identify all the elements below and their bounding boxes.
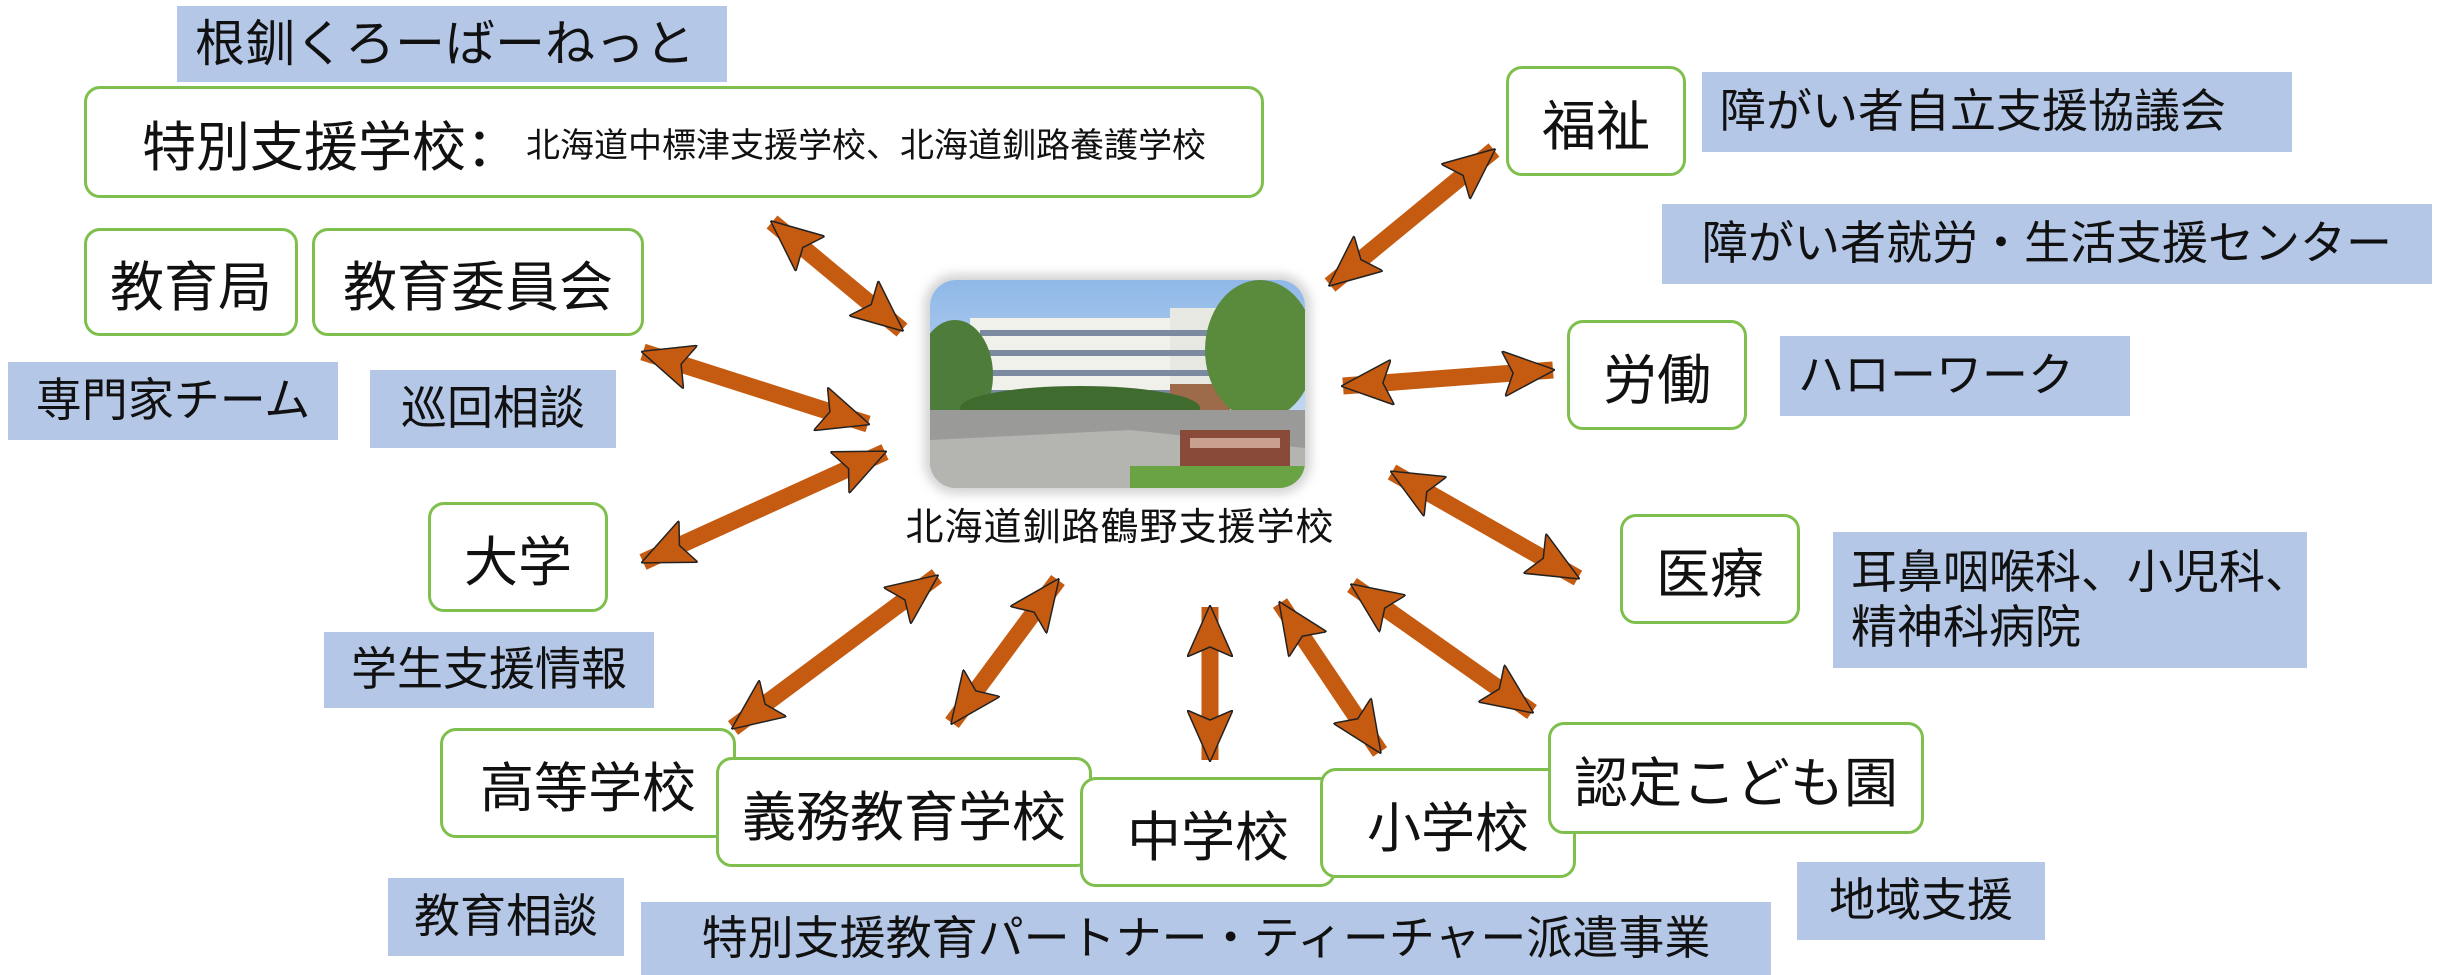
special-school-box: 特別支援学校：北海道中標津支援学校、北海道釧路養護学校	[84, 86, 1264, 198]
student-support-label: 学生支援情報	[324, 632, 654, 708]
arrow-elementary	[1272, 598, 1388, 757]
arrow-compulsory-school	[945, 574, 1065, 729]
junior-high-box: 中学校	[1080, 777, 1336, 887]
regional-support-label: 地域支援	[1797, 862, 2045, 940]
itinerant-consult-label: 巡回相談	[370, 370, 616, 448]
kodomoen-box: 認定こども園	[1548, 722, 1924, 834]
arrow-special-school	[766, 215, 908, 337]
center-school-name: 北海道釧路鶴野支援学校	[905, 505, 1335, 549]
school-building-photo	[930, 280, 1305, 488]
high-school-box: 高等学校	[440, 728, 736, 838]
board-committee-box: 教育委員会	[312, 228, 644, 336]
hello-work-label: ハローワーク	[1780, 336, 2130, 416]
arrow-labor	[1343, 370, 1553, 386]
labor-box: 労働	[1567, 320, 1747, 430]
ed-consult-label: 教育相談	[388, 878, 624, 956]
special-school-detail: 北海道中標津支援学校、北海道釧路養護学校	[526, 125, 1206, 166]
employment-center-label: 障がい者就労・生活支援センター	[1662, 204, 2432, 284]
disability-council-label: 障がい者自立支援協議会	[1702, 72, 2292, 152]
medical-box: 医療	[1620, 514, 1800, 624]
medical-departments-label: 耳鼻咽喉科、小児科、 精神科病院	[1833, 532, 2311, 668]
board-office-box: 教育局	[84, 228, 298, 336]
arrow-kodomoen	[1347, 578, 1537, 719]
special-school-title: 特別支援学校：	[142, 115, 520, 179]
expert-team-label: 専門家チーム	[8, 362, 338, 440]
arrow-university	[639, 444, 889, 570]
elementary-box: 小学校	[1320, 768, 1576, 878]
medical-departments-line1: 耳鼻咽喉科、小児科、	[1851, 544, 2311, 599]
partner-teacher-label: 特別支援教育パートナー・ティーチャー派遣事業	[641, 902, 1771, 975]
compulsory-school-box: 義務教育学校	[716, 757, 1092, 867]
welfare-box: 福祉	[1506, 66, 1686, 176]
arrow-medical	[1387, 464, 1583, 586]
arrow-board	[643, 343, 868, 433]
university-box: 大学	[428, 502, 608, 612]
medical-departments-line2: 精神科病院	[1851, 600, 2081, 654]
arrow-welfare	[1324, 143, 1500, 292]
network-label: 根釧くろーばーねっと	[177, 6, 727, 82]
arrow-high-school	[727, 569, 943, 735]
